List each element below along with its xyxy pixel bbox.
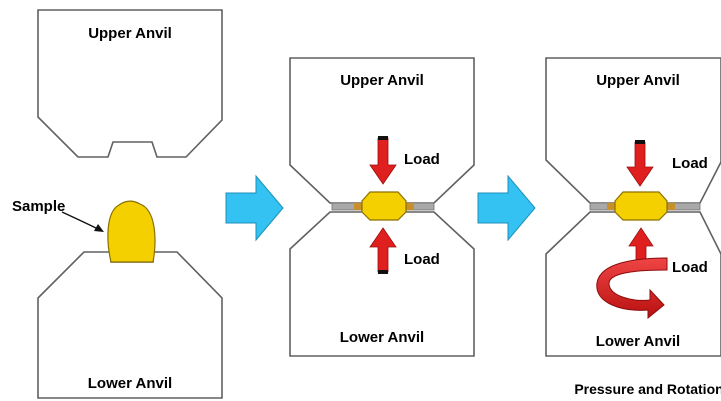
lower-anvil [289, 211, 475, 357]
upper-anvil-label: Upper Anvil [340, 72, 424, 89]
panel-compression: Upper Anvil Lower Anvil Load Load [289, 57, 475, 357]
right-arrow-icon [477, 174, 536, 242]
lower-anvil [545, 211, 721, 357]
down-arrow-icon [626, 141, 654, 187]
upper-anvil [37, 9, 223, 158]
down-arrow-icon [369, 137, 397, 185]
load-label-upper: Load [672, 155, 708, 172]
panel-initial: Upper Anvil Lower Anvil Sample [12, 9, 223, 399]
lower-anvil-label: Lower Anvil [88, 375, 172, 392]
upper-anvil-label: Upper Anvil [596, 72, 680, 89]
load-label-lower: Load [672, 259, 708, 276]
panel-pressure-rotation: Upper Anvil Lower Anvil Load Load Pressu… [545, 57, 721, 397]
sample-dome [107, 200, 156, 263]
lower-anvil-label: Lower Anvil [596, 333, 680, 350]
caption: Pressure and Rotation [574, 381, 721, 397]
compressed-sample [361, 191, 407, 221]
sample-pointer-icon [61, 211, 104, 232]
load-label-lower: Load [404, 251, 440, 268]
lower-anvil-label: Lower Anvil [340, 329, 424, 346]
up-arrow-icon [369, 227, 397, 273]
right-arrow-icon [225, 174, 284, 242]
curved-rotation-arrow-icon [596, 257, 668, 320]
sample-label: Sample [12, 198, 65, 215]
upper-anvil-label: Upper Anvil [88, 25, 172, 42]
load-label-upper: Load [404, 151, 440, 168]
compressed-sample [614, 191, 668, 221]
